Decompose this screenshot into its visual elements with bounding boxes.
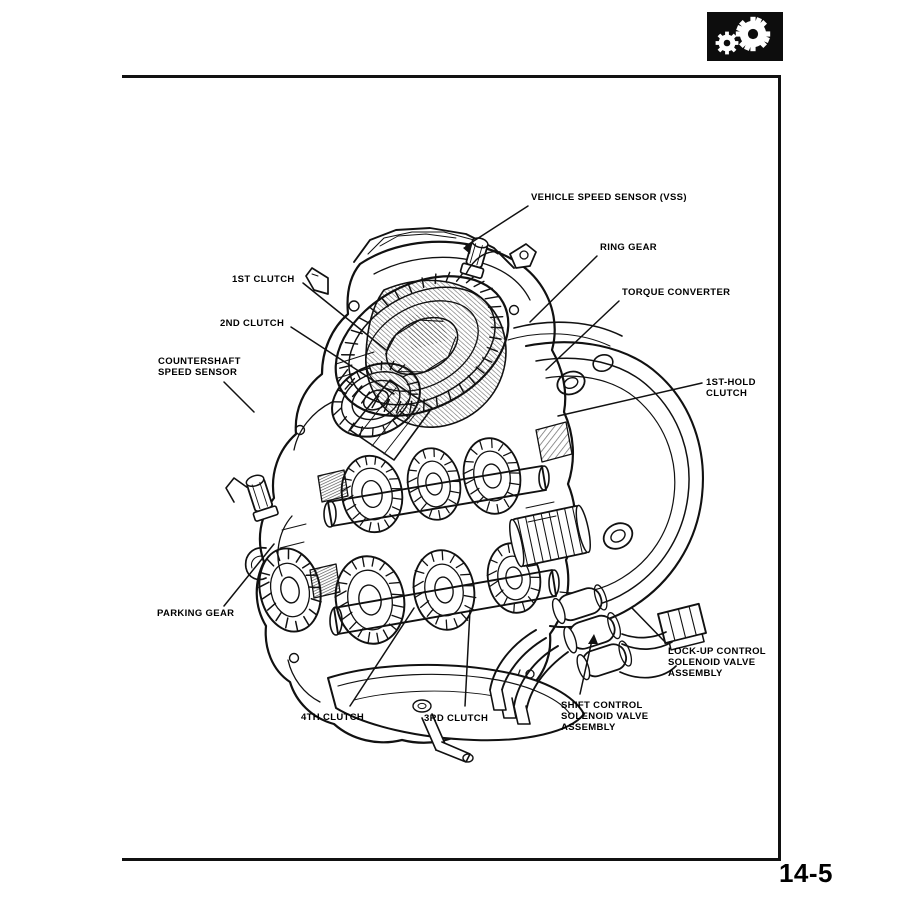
leader-2nd-clutch [290, 326, 395, 395]
leader-countershaft-speed-sensor [223, 381, 255, 413]
callout-parking-gear: PARKING GEAR [157, 608, 235, 619]
callout-2nd-clutch: 2ND CLUTCH [220, 318, 285, 329]
leader-4th-clutch [349, 607, 415, 707]
leader-parking-gear [223, 543, 275, 607]
callout-3rd-clutch: 3RD CLUTCH [424, 713, 489, 724]
callout-countershaft-speed-sensor: COUNTERSHAFT SPEED SENSOR [158, 356, 241, 378]
callout-vehicle-speed-sensor: VEHICLE SPEED SENSOR (VSS) [531, 192, 687, 203]
callout-shift-control-solenoid-valve-assembly: SHIFT CONTROL SOLENOID VALVE ASSEMBLY [561, 700, 649, 733]
leader-1st-clutch [302, 282, 387, 351]
page-number: 14-5 [778, 858, 833, 888]
leader-ring-gear [529, 255, 598, 323]
leader-shift-control-solenoid [579, 639, 593, 695]
callout-4th-clutch: 4TH CLUTCH [301, 712, 365, 723]
callout-torque-converter: TORQUE CONVERTER [622, 287, 731, 298]
callout-ring-gear: RING GEAR [600, 242, 657, 253]
leader-torque-converter [545, 300, 620, 371]
transmission-cutaway-illustration [122, 78, 781, 861]
callout-lock-up-control-solenoid-valve-assembly: LOCK-UP CONTROL SOLENOID VALVE ASSEMBLY [668, 646, 766, 679]
leader-3rd-clutch [464, 609, 471, 707]
leader-1st-hold-clutch [557, 382, 703, 417]
leader-lock-up-control-solenoid [631, 607, 667, 644]
callout-1st-clutch: 1ST CLUTCH [232, 274, 295, 285]
gears-icon [707, 12, 783, 61]
leader-vehicle-speed-sensor [465, 205, 529, 247]
callout-1st-hold-clutch: 1ST-HOLD CLUTCH [706, 377, 756, 399]
